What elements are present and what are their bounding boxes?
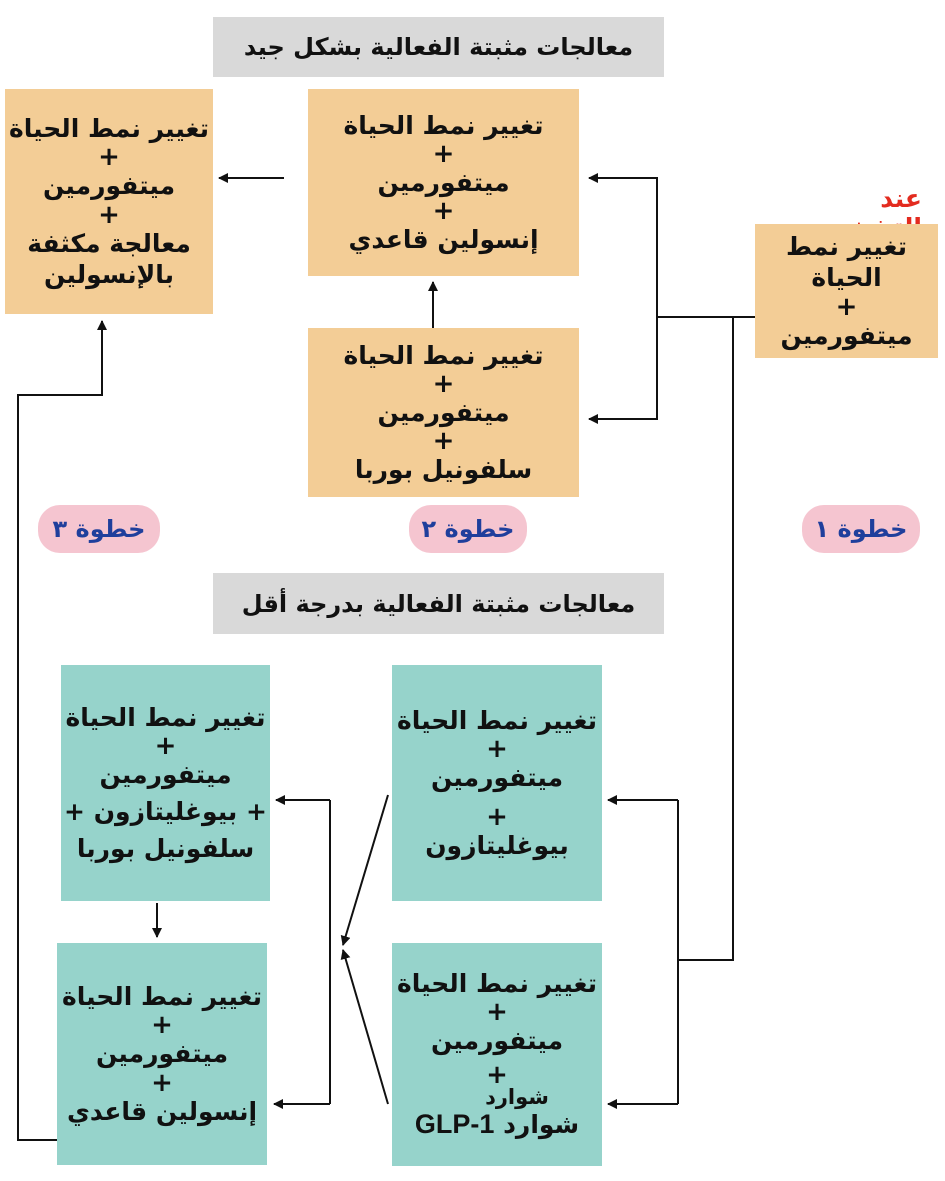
plus-sign: + <box>486 1060 508 1091</box>
box-line: تغيير نمط الحياة <box>396 706 598 736</box>
box-intensive-insulin: تغيير نمط الحياة + ميتفورمين + معالجة مك… <box>5 89 213 314</box>
box-line: بيوغليتازون <box>425 830 569 860</box>
plus-sign: + <box>151 1067 173 1098</box>
box-line-overlap: شوارد <box>485 1084 549 1109</box>
box-line: تغيير نمط الحياة <box>8 114 210 143</box>
box-line: بالإنسولين <box>44 259 174 289</box>
box-line: إنسولين قاعدي <box>66 1096 258 1126</box>
plus-sign: + <box>154 730 177 761</box>
box-line: تغيير نمط الحياة <box>396 968 598 998</box>
header-well-established: معالجات مثبتة الفعالية بشكل جيد <box>213 17 664 77</box>
plus-sign: + <box>98 142 120 173</box>
plus-sign: + <box>432 426 455 457</box>
box-line: ميتفورمين <box>95 1039 229 1069</box>
glp1-english: GLP-1 <box>414 1108 495 1139</box>
box-line: تغيير نمط الحياة <box>343 110 544 140</box>
plus-sign: + <box>432 196 455 227</box>
box-line: تغيير نمط الحياة <box>785 232 908 293</box>
plus-sign: + <box>98 199 120 230</box>
box-line: ميتفورمين <box>42 171 176 201</box>
box-line: ميتفورمين <box>780 320 913 350</box>
connector-to-basal-insulin <box>588 173 658 317</box>
box-teal-basal-insulin: تغيير نمط الحياة + ميتفورمين + إنسولين ق… <box>57 943 267 1165</box>
connector-glp-diagonal <box>340 949 389 1105</box>
box-line-glp1: شوارد GLP-1 <box>415 1108 579 1142</box>
plus-sign: + <box>432 138 455 169</box>
box-line: ميتفورمين <box>99 759 232 789</box>
box-line: سلفونيل بوربا <box>76 834 255 864</box>
box-line: ميتفورمين <box>430 1025 564 1055</box>
box-line: ميتفورمين <box>377 397 510 427</box>
step-2-badge: خطوة ٢ <box>409 505 527 553</box>
box-line: تغيير نمط الحياة <box>343 340 544 370</box>
box-line: ميتفورمين <box>377 167 510 197</box>
box-line: معالجة مكثفة <box>27 228 191 258</box>
box-diagnosis-metformin: تغيير نمط الحياة + ميتفورمين <box>755 224 938 358</box>
plus-sign: + <box>835 291 858 322</box>
box-line: سلفونيل بوربا <box>354 455 533 485</box>
box-line: تغيير نمط الحياة <box>65 702 266 732</box>
box-pioglitazone: تغيير نمط الحياة + ميتفورمين + بيوغليتاز… <box>392 665 602 901</box>
plus-sign: + <box>432 368 455 399</box>
connector-to-intensive-loop <box>17 320 107 1141</box>
box-sulfonylurea: تغيير نمط الحياة + ميتفورمين + سلفونيل ب… <box>308 328 579 497</box>
header-less-established: معالجات مثبتة الفعالية بدرجة أقل <box>213 573 664 634</box>
box-line: إنسولين قاعدي <box>348 225 539 255</box>
connector-pio-diagonal <box>340 794 389 946</box>
step-3-badge: خطوة ٣ <box>38 505 160 553</box>
glp1-arabic: شوارد <box>503 1109 580 1139</box>
box-line: + بيوغليتازون + <box>64 797 267 826</box>
box-line: تغيير نمط الحياة <box>61 982 263 1012</box>
plus-sign: + <box>486 996 508 1027</box>
box-glp1: تغيير نمط الحياة + ميتفورمين + شوارد شوا… <box>392 943 602 1166</box>
box-pio-sulfonylurea: تغيير نمط الحياة + ميتفورمين + بيوغليتاز… <box>61 665 270 901</box>
connector-diagnosis-down <box>678 317 734 961</box>
plus-sign: + <box>151 1010 173 1041</box>
step-1-badge: خطوة ١ <box>802 505 920 553</box>
plus-sign: + <box>486 801 508 832</box>
plus-sign: + <box>486 734 508 765</box>
box-line: ميتفورمين <box>430 763 564 793</box>
box-basal-insulin: تغيير نمط الحياة + ميتفورمين + إنسولين ق… <box>308 89 579 276</box>
connector-to-sulfonylurea <box>588 317 658 424</box>
